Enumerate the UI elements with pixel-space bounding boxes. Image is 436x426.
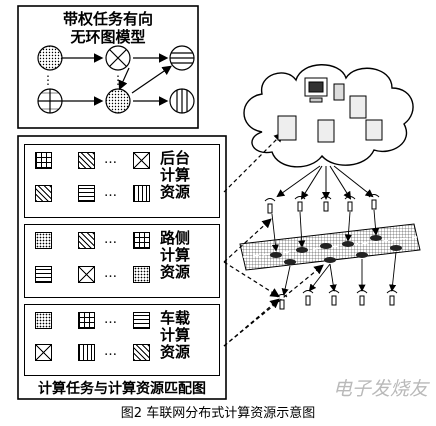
label-line: 路侧	[160, 229, 191, 247]
ellipsis: …	[104, 152, 118, 167]
dag-vdots-right: ⋮	[112, 73, 124, 87]
cloud	[243, 64, 414, 168]
tile-diag	[133, 344, 150, 361]
label-line: 计算	[160, 166, 191, 184]
ellipsis: …	[104, 266, 118, 281]
tile-grid	[35, 152, 52, 169]
label-line: 车载	[160, 309, 191, 327]
vehicles	[270, 235, 402, 265]
tile-dotted	[35, 232, 52, 249]
label-line: 资源	[160, 343, 191, 361]
ellipsis: …	[104, 312, 118, 327]
rsu-antennas	[264, 194, 380, 214]
panel-roadside-label: 路侧 计算 资源	[160, 230, 190, 281]
tile-cross	[133, 152, 150, 169]
ellipsis: …	[104, 185, 118, 200]
label-line: 后台	[160, 149, 191, 167]
tile-dotted-2	[133, 266, 150, 283]
label-line: 资源	[160, 183, 191, 201]
matching-outer-box	[17, 135, 227, 400]
dag-vdots-left: ⋮	[42, 73, 54, 87]
tile-horizontal	[35, 266, 52, 283]
tile-diag	[78, 232, 95, 249]
tile-vertical	[133, 185, 150, 202]
label-line: 资源	[160, 263, 191, 281]
dag-title-line2: 无环图模型	[70, 28, 146, 46]
tile-horizontal	[78, 185, 95, 202]
tile-grid	[78, 312, 95, 329]
tile-diag-2	[35, 185, 52, 202]
tile-grid	[133, 232, 150, 249]
panel-vehicle	[24, 304, 220, 376]
ellipsis: …	[104, 344, 118, 359]
matching-title: 计算任务与计算资源匹配图	[38, 381, 206, 397]
connectors	[223, 132, 324, 347]
tile-horizontal	[133, 312, 150, 329]
dag-title: 带权任务有向 无环图模型	[18, 10, 198, 46]
cloud-to-rsu-arrows	[276, 165, 374, 200]
dag-nodes	[37, 45, 195, 114]
figure-caption: 图2 车联网分布式计算资源示意图	[120, 406, 316, 421]
vehicle-antennas	[276, 290, 398, 310]
tile-vertical	[78, 344, 95, 361]
label-line: 计算	[160, 246, 191, 264]
panel-vehicle-label: 车载 计算 资源	[160, 310, 190, 361]
panel-backend	[24, 144, 220, 218]
panel-backend-label: 后台 计算 资源	[160, 150, 190, 201]
label-line: 计算	[160, 326, 191, 344]
tile-cross	[78, 266, 95, 283]
tile-dotted	[35, 312, 52, 329]
vehicle-arrows	[271, 209, 397, 296]
dag-node-dotted-2	[105, 88, 131, 114]
dag-node-dotted	[37, 45, 63, 71]
dag-edges	[62, 53, 172, 106]
dag-title-line1: 带权任务有向	[62, 10, 153, 28]
watermark: 电子发烧友	[332, 378, 428, 400]
tile-cross	[35, 344, 52, 361]
panel-roadside	[24, 224, 220, 298]
cloud-servers	[277, 77, 383, 143]
tile-diag	[78, 152, 95, 169]
ellipsis: …	[104, 232, 118, 247]
